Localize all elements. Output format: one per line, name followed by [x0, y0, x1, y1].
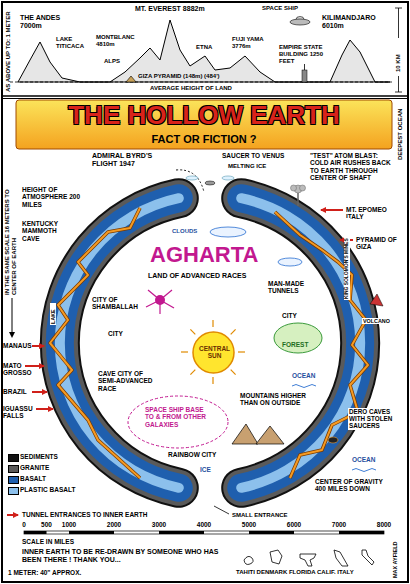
map-label: 0 [22, 521, 26, 528]
legend-swatch [8, 454, 19, 462]
map-label: CENTER OF GRAVITY 400 MILES DOWN [315, 478, 395, 493]
map-label: 6000 [287, 521, 301, 528]
map-label: FOREST [282, 341, 316, 348]
map-label: "TEST" ATOM BLAST: COLD AIR RUSHES BACK … [310, 152, 394, 182]
map-label: AGHARTA [150, 242, 270, 267]
legend-text: PLASTIC BASALT [20, 486, 130, 493]
legend-swatch [8, 476, 19, 484]
map-label: MONTBLANC 4810m [96, 34, 144, 48]
map-label: SCALE IN MILES [22, 538, 112, 545]
map-label: SMALL ENTRANCE [232, 512, 312, 519]
map-label: SPACE SHIP [262, 5, 312, 12]
map-label: CITY [282, 312, 306, 319]
map-label: 7000 [332, 521, 346, 528]
map-label: MANAUS [3, 342, 37, 349]
legend-text: GRANITE [20, 464, 130, 471]
legend-text: BASALT [20, 475, 130, 482]
map-label: DEEPEST OCEAN [397, 102, 404, 160]
map-label: 2000 [107, 521, 121, 528]
map-label: MT. EPOMEO ITALY [346, 206, 402, 221]
map-label: ETNA [196, 44, 220, 51]
map-label: GIZA PYRAMID (148m) (484') [138, 73, 250, 80]
title: THE HOLLOW EARTH [16, 101, 392, 131]
map-label: 3000 [152, 521, 166, 528]
map-label: 500 [41, 521, 52, 528]
map-label: LAND OF ADVANCED RACES [148, 272, 268, 280]
map-label: OCEAN [292, 372, 322, 379]
map-label: TAHITI DENMARK FLORIDA CALIF. ITALY [236, 569, 396, 576]
map-label: MELTING ICE [228, 163, 278, 170]
map-label: 4000 [197, 521, 211, 528]
sun-label: CENTRAL SUN [198, 345, 232, 360]
map-label: THE ANDES 7000m [20, 14, 68, 30]
map-label: RAINBOW CITY [168, 451, 228, 458]
map-label: KILIMANDJARO 6010m [322, 14, 392, 30]
map-label: INNER EARTH TO BE RE-DRAWN BY SOMEONE WH… [22, 548, 222, 564]
map-label: ADMIRAL BYRD'S FLIGHT 1947 [92, 152, 172, 168]
map-label: ICE [200, 466, 216, 473]
map-label: HEIGHT OF ATMOSPHERE 200 MILES [22, 186, 82, 208]
map-label: CAVE CITY OF SEMI-ADVANCED RACE [98, 370, 162, 392]
map-label: MOUNTAINS HIGHER THAN ON OUTSIDE [240, 392, 306, 407]
legend-text: TUNNEL ENTRANCES TO INNER EARTH [22, 511, 172, 518]
map-label: LAKE TITICACA [56, 36, 100, 50]
map-label: 5000 [242, 521, 256, 528]
map-label: OCEAN [352, 456, 392, 463]
map-label: 10 KM [395, 44, 402, 72]
map-label: DERO CAVES WITH STOLEN SAUCERS [348, 408, 406, 430]
map-label: 1 METER: 40" APPROX. [8, 569, 108, 576]
map-label: FACT OR FICTION ? [16, 133, 392, 146]
map-label: CITY OF SHAMBALLAH [92, 296, 140, 311]
legend-swatch [8, 487, 19, 495]
map-label: IN THE SAME SCALE 16 METERS TO CENTER OF… [4, 165, 18, 295]
map-label: KING SOLOMON'S MINES [344, 218, 350, 300]
map-label: 1000 [62, 521, 76, 528]
legend-swatch [8, 465, 19, 473]
map-label: CITY [108, 330, 132, 337]
map-label: KENTUCKY MAMMOTH CAVE [22, 220, 70, 242]
map-label: SAUCER TO VENUS [222, 152, 302, 159]
map-label: VOLCANO [362, 318, 400, 324]
map-label: IGUASSU FALLS [3, 405, 39, 420]
map-label: BRAZIL [3, 388, 37, 395]
sun-circle: CENTRAL SUN [192, 331, 235, 374]
map-label: MAN-MADE TUNNELS [268, 280, 320, 295]
map-label: AS ABOVE UP TO: 1 METER [5, 8, 12, 92]
map-label: FUJI YAMA 3776m [232, 36, 276, 50]
map-label: EMPIRE STATE BUILDING 1250 FEET [279, 44, 329, 65]
map-label: MT. EVEREST 8882m [135, 5, 225, 13]
map-label: PYRAMID OF GIZA [356, 236, 402, 251]
map-label: AVERAGE HEIGHT OF LAND [150, 85, 270, 92]
map-label: CLOUDS [172, 228, 206, 235]
map-label: MAX AYFIELD [392, 532, 398, 578]
map-label: ALPS [104, 58, 128, 65]
map-label: LAKE [50, 303, 56, 325]
legend-text: SEDIMENTS [20, 453, 130, 460]
map-label: 8000 [377, 521, 391, 528]
map-label: MATO GROSSO [3, 362, 37, 377]
map-label: SPACE SHIP BASE TO & FROM OTHER GALAXIES [145, 406, 211, 428]
